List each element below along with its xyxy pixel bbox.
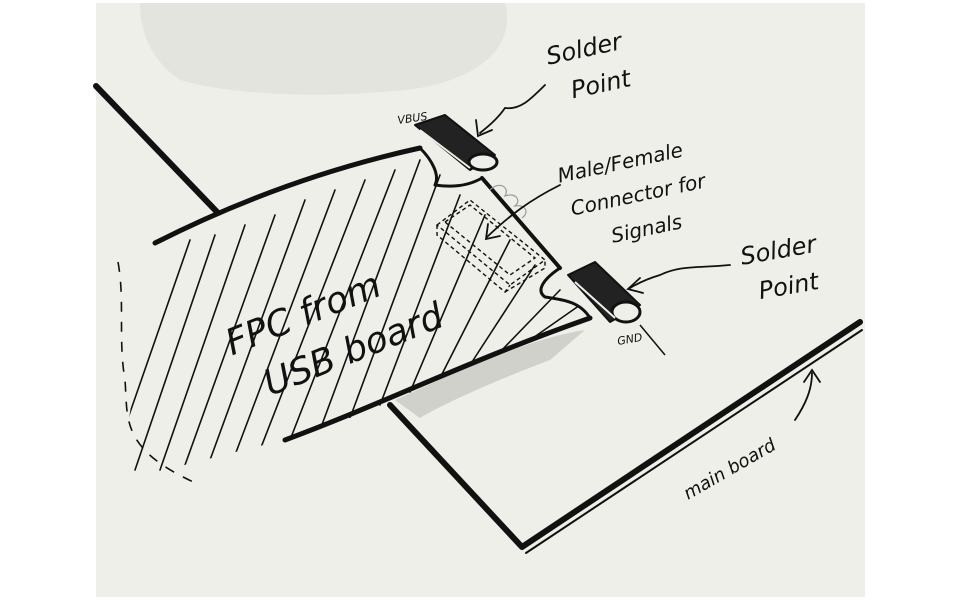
pencil-shading [395,330,585,418]
signal-wire-loops [489,184,527,219]
gnd-solder-point [567,261,642,324]
arrow-to-connector [486,184,561,238]
fpc-outline [152,145,593,443]
vbus-label: VBUS [397,110,429,127]
vbus-solder-point [414,114,499,172]
photo-shadow [140,3,508,95]
arrow-to-main-board [794,372,813,421]
arrow-head-vbus [475,119,493,138]
arrow-to-gnd-solder [629,264,731,289]
paper-background [96,3,865,597]
gnd-pin [639,324,666,356]
fpc-dashed-edge [117,261,201,486]
annotation-arrows [475,84,821,421]
gnd-label: GND [616,331,643,348]
signal-connector [435,199,547,294]
arrow-head-gnd-solder [626,277,644,294]
main-board-outline [93,83,863,554]
arrow-to-vbus [479,84,546,134]
arrow-head-connector [484,223,501,241]
arrow-head-main-board [803,368,821,383]
